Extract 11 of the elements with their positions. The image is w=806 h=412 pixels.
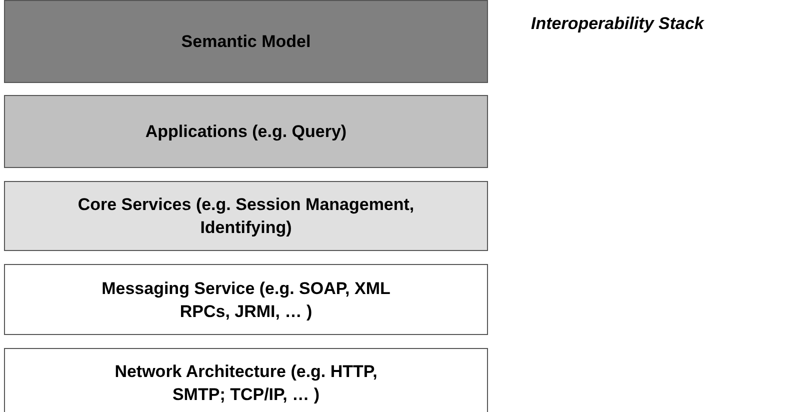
layer-label: Messaging Service (e.g. SOAP, XML RPCs, JRMI, … ) <box>100 278 392 322</box>
layer-label: Applications (e.g. Query) <box>145 121 347 143</box>
layer-label: Core Services (e.g. Session Management, Identifying) <box>76 194 416 239</box>
diagram-title: Interoperability Stack <box>531 14 704 34</box>
layer-box <box>4 348 488 412</box>
layer-box <box>4 181 488 251</box>
layer-box <box>4 95 488 168</box>
layer-box <box>4 0 488 83</box>
layer-label: Semantic Model <box>181 31 311 53</box>
layer-label: Network Architecture (e.g. HTTP, SMTP; TCP/IP, … ) <box>114 361 378 406</box>
layer-box <box>4 264 488 335</box>
